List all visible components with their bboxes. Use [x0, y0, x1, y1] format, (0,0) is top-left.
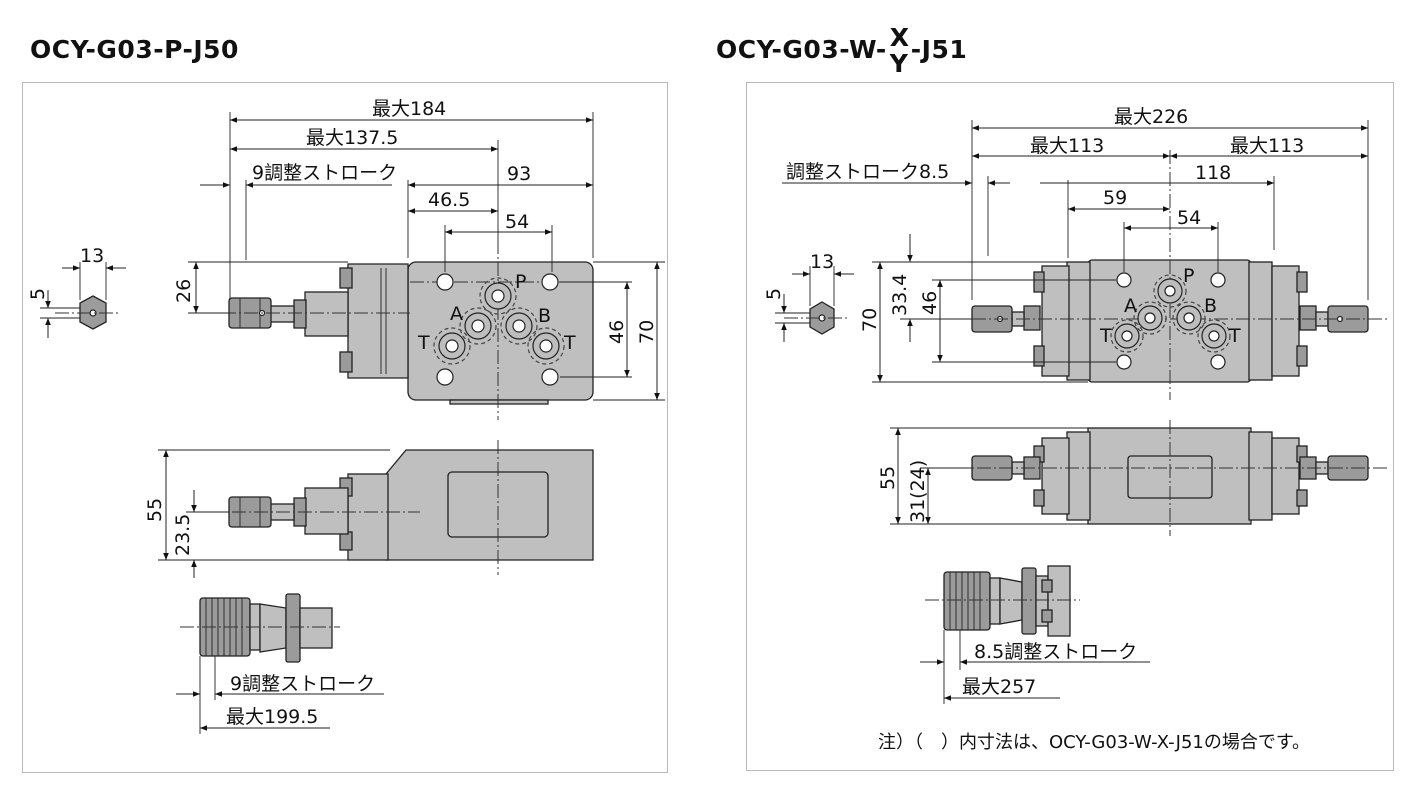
left-port-b: B — [538, 305, 551, 327]
right-dim-13: 13 — [810, 251, 834, 273]
left-dim-max199-5: 最大199.5 — [226, 706, 318, 728]
right-dim-54: 54 — [1177, 207, 1201, 229]
left-dim-13: 13 — [80, 245, 104, 267]
right-dim-max113a: 最大113 — [1030, 135, 1104, 157]
right-dim-stroke8-5b: 8.5調整ストローク — [974, 641, 1137, 663]
left-port-t2: T — [563, 332, 576, 354]
right-port-a: A — [1124, 295, 1137, 317]
right-knob-detail: 8.5調整ストローク 最大257 — [920, 565, 1150, 704]
left-dim-46: 46 — [606, 320, 628, 344]
right-port-t2: T — [1228, 325, 1241, 347]
left-title: OCY-G03-P-J50 — [30, 35, 239, 64]
right-port-p: P — [1183, 265, 1194, 287]
right-dim-46: 46 — [919, 291, 941, 315]
left-side-view: 55 23.5 — [144, 440, 594, 578]
right-title-main: OCY-G03-W- — [716, 35, 887, 64]
left-port-a: A — [450, 303, 463, 325]
left-dim-5: 5 — [27, 288, 49, 300]
right-top-view: P A B T T — [950, 150, 1390, 400]
right-dim-70: 70 — [859, 308, 881, 332]
right-dim-max113b: 最大113 — [1230, 135, 1304, 157]
right-dim-118: 118 — [1195, 162, 1231, 184]
right-note: 注）（ ）内寸法は、OCY-G03-W-X-J51の場合です。 — [878, 732, 1310, 753]
left-dim-max184: 最大184 — [372, 98, 446, 120]
right-dim-max226: 最大226 — [1114, 106, 1188, 128]
right-dim-31-24: 31(24) — [907, 460, 929, 523]
left-dim-26: 26 — [173, 279, 195, 303]
left-dim-70: 70 — [636, 320, 658, 344]
left-dim-93: 93 — [507, 163, 531, 185]
right-hex-detail: 13 5 — [763, 251, 854, 342]
left-port-t1: T — [417, 332, 430, 354]
left-top-view: P A B T T — [200, 240, 628, 420]
left-knob-detail: 9調整ストローク 最大199.5 — [176, 593, 384, 734]
left-dim-stroke9b: 9調整ストローク — [230, 673, 375, 695]
left-top-dims: 最大184 最大137.5 9調整ストローク 93 46.5 54 46 70 … — [173, 98, 665, 401]
right-panel — [746, 82, 1394, 771]
left-dim-23-5: 23.5 — [172, 514, 194, 556]
left-dim-stroke9: 9調整ストローク — [252, 162, 397, 184]
right-dim-stroke8-5: 調整ストローク8.5 — [786, 161, 949, 183]
right-top-dims: 最大226 最大113 最大113 調整ストローク8.5 118 59 54 7… — [782, 106, 1369, 383]
left-panel — [22, 82, 668, 773]
right-dim-max257: 最大257 — [962, 676, 1036, 698]
right-title-suffix: -J51 — [910, 35, 968, 64]
right-port-t1: T — [1099, 325, 1112, 347]
right-dim-59: 59 — [1103, 187, 1127, 209]
right-dim-5: 5 — [763, 288, 785, 300]
right-dim-55: 55 — [877, 466, 899, 490]
right-port-b: B — [1204, 295, 1217, 317]
right-title-y: Y — [889, 49, 909, 78]
left-dim-54: 54 — [505, 211, 529, 233]
left-dim-46-5: 46.5 — [428, 189, 470, 211]
right-side-view: 55 31(24) — [877, 420, 1390, 536]
right-title-x: X — [889, 23, 910, 52]
left-dim-55: 55 — [144, 498, 166, 522]
left-dim-max137-5: 最大137.5 — [306, 127, 398, 149]
right-dim-33-4: 33.4 — [889, 274, 911, 316]
left-hex-detail: 13 5 — [27, 245, 126, 338]
left-port-p: P — [515, 271, 526, 293]
